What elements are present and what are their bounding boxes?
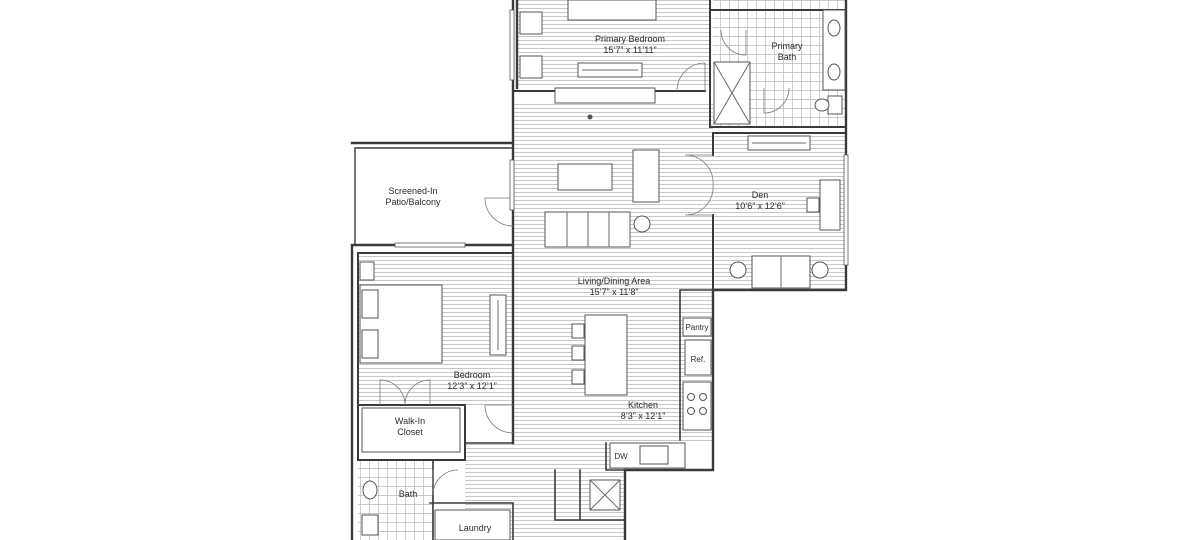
pillow-1	[361, 289, 379, 319]
closet-shelf	[361, 407, 461, 453]
bath-label: Bath	[399, 489, 418, 499]
primary-bath-fixtures	[713, 9, 846, 125]
kitchen-counter	[682, 381, 712, 431]
bedroom-size: 12’3” x 12’1”	[447, 381, 497, 391]
ceiling-light-icon	[587, 114, 593, 120]
kitchen-fixtures	[571, 314, 712, 469]
laundry-counter	[434, 509, 511, 540]
walk-in-closet-label-line1: Walk-In	[395, 416, 425, 426]
primary-wall-cabinet	[554, 87, 656, 104]
armchair-2	[519, 55, 543, 79]
stool-1	[571, 323, 585, 339]
den-chair	[806, 197, 820, 213]
screened-patio-label-line2: Patio/Balcony	[385, 197, 441, 207]
refrigerator-label: Ref.	[691, 355, 706, 364]
stool-3	[571, 369, 585, 385]
door-swing-primary-bath	[720, 29, 747, 56]
door-swing-den-bottom	[684, 184, 714, 216]
burner-2	[699, 393, 707, 401]
room-labels: Primary Bedroom 15’7” x 11’11” Primary B…	[385, 34, 803, 533]
door-swing-closet-left	[379, 379, 406, 406]
den-side-table-1	[729, 261, 747, 279]
burner-4	[699, 407, 707, 415]
patio-floor	[355, 148, 513, 245]
living-dining-label: Living/Dining Area	[578, 276, 651, 286]
armchair-1	[519, 11, 543, 35]
door-swing-bedroom	[484, 404, 514, 434]
den-side-table-2	[811, 261, 829, 279]
windows	[394, 9, 849, 266]
door-swing-bath	[432, 469, 459, 496]
den-desk	[819, 179, 841, 231]
dishwasher-label: DW	[614, 452, 628, 461]
window-den	[843, 154, 849, 266]
refrigerator-box	[684, 339, 712, 376]
dining-table	[557, 163, 613, 191]
nightstand-1	[359, 261, 375, 281]
kitchen-island	[584, 314, 628, 396]
bedroom-furniture	[359, 261, 507, 453]
pantry-label: Pantry	[685, 323, 708, 332]
primary-bath-label-line2: Bath	[778, 52, 797, 62]
den-furniture	[729, 135, 841, 289]
kitchen-label: Kitchen	[628, 400, 658, 410]
bath-toilet-tank	[361, 514, 379, 536]
bedroom-label: Bedroom	[454, 370, 491, 380]
primary-bedroom-label: Primary Bedroom	[595, 34, 665, 44]
toilet-bowl	[814, 98, 830, 112]
primary-bedroom-size: 15’7” x 11’11”	[603, 45, 656, 55]
door-swing-primary-closet	[763, 87, 790, 114]
side-table	[633, 215, 651, 233]
door-swing-patio	[484, 197, 514, 227]
sink-1	[827, 19, 841, 37]
toilet-tank	[827, 95, 843, 115]
pillow-2	[361, 329, 379, 359]
burner-3	[687, 407, 695, 415]
laundry-label: Laundry	[459, 523, 492, 533]
kitchen-size: 8’3” x 12’1”	[621, 411, 666, 421]
walk-in-closet-label-line2: Closet	[397, 427, 423, 437]
living-dining-size: 15’7” x 11’8”	[590, 287, 639, 297]
bath-sink	[362, 480, 378, 500]
lower-fixtures	[361, 479, 621, 540]
pantry-box	[682, 317, 712, 337]
stool-2	[571, 345, 585, 361]
window-bedroom	[394, 242, 466, 248]
screened-patio-label-line1: Screened-In	[388, 186, 437, 196]
den-label: Den	[752, 190, 769, 200]
sink-2	[827, 63, 841, 81]
door-swing-den-top	[684, 154, 714, 186]
kitchen-sink	[639, 445, 669, 465]
door-swing-closet-right	[404, 379, 431, 406]
burner-1	[687, 393, 695, 401]
door-swing-primary-bedroom	[676, 62, 706, 92]
window-primary-bedroom	[509, 9, 515, 81]
primary-bedroom-furniture	[519, 0, 657, 120]
window-living	[509, 159, 515, 211]
door-swings	[379, 29, 790, 496]
armchair-living	[632, 149, 660, 203]
living-furniture	[544, 149, 660, 248]
primary-bath-label-line1: Primary	[772, 41, 803, 51]
den-size: 10’6” x 12’6”	[735, 201, 785, 211]
primary-bed	[567, 0, 657, 21]
